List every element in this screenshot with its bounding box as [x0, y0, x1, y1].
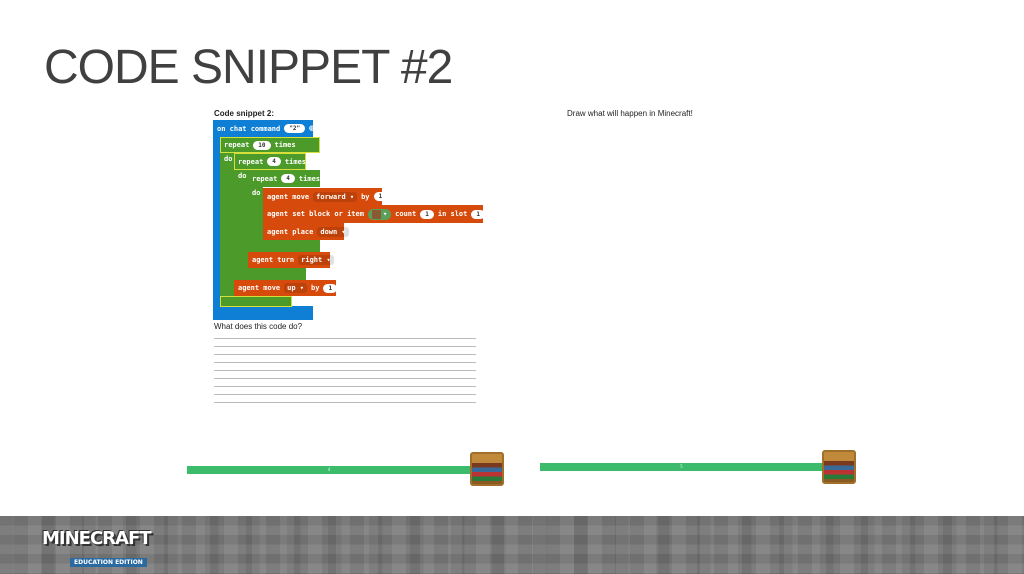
- repeat-value: 4: [267, 157, 281, 166]
- agent-set-block: agent set block or item ▾ count 1 in slo…: [263, 205, 485, 223]
- event-body: [213, 137, 221, 307]
- repeat-mid-body: do: [234, 170, 248, 280]
- count-value[interactable]: 1: [420, 209, 434, 219]
- count-label: count: [395, 210, 417, 218]
- agent-turn-block: agent turn right ▾: [248, 252, 334, 268]
- repeat-inner-bottom: [248, 240, 320, 252]
- stone-footer: [0, 516, 1024, 574]
- page-number: 4: [327, 467, 331, 472]
- repeat-inner-block: repeat 4 times: [248, 170, 320, 187]
- do-label: do: [238, 172, 247, 180]
- answer-line: [214, 362, 476, 363]
- logo-subtext: EDUCATION EDITION: [70, 558, 147, 567]
- answer-line: [214, 394, 476, 395]
- chat-label: on chat command: [217, 124, 281, 133]
- repeat-label: repeat: [224, 141, 250, 149]
- agent-move-forward-block: agent move forward ▾ by 1: [263, 188, 388, 205]
- direction-dropdown[interactable]: forward ▾: [313, 191, 358, 202]
- page-number: 5: [680, 464, 683, 469]
- agent-move-up-block: agent move up ▾ by 1: [234, 280, 338, 296]
- answer-line: [214, 402, 476, 403]
- agent-place-block: agent place down ▾: [263, 223, 349, 240]
- repeat-inner-body: do: [248, 187, 263, 242]
- answer-line: [214, 346, 476, 347]
- dirt-block-icon: [371, 209, 381, 219]
- answer-line: [214, 378, 476, 379]
- bookshelf-icon: [822, 450, 856, 484]
- by-label: by: [361, 192, 370, 201]
- repeat-label: repeat: [252, 174, 278, 183]
- repeat-suffix: times: [284, 157, 306, 166]
- chat-command-block: on chat command "2" ⊕: [213, 120, 315, 137]
- answer-line: [214, 338, 476, 339]
- distance-value[interactable]: 1: [323, 283, 338, 293]
- block-picker[interactable]: ▾: [367, 208, 392, 220]
- chat-value: "2": [284, 124, 306, 133]
- distance-value[interactable]: 1: [373, 192, 388, 201]
- repeat-mid-block: repeat 4 times: [234, 153, 306, 170]
- direction-dropdown[interactable]: up ▾: [284, 283, 308, 293]
- repeat-value: 4: [281, 174, 295, 183]
- repeat-outer-body: do: [220, 153, 234, 298]
- minecraft-education-logo: MINECRAFT EDUCATION EDITION: [42, 528, 172, 567]
- bookshelf-icon: [470, 452, 504, 486]
- block-label: agent move: [267, 192, 310, 201]
- repeat-label: repeat: [238, 157, 264, 166]
- direction-dropdown[interactable]: right ▾: [298, 255, 334, 265]
- answer-line: [214, 370, 476, 371]
- repeat-suffix: times: [274, 141, 296, 149]
- repeat-outer-block: repeat 10 times: [220, 137, 320, 153]
- repeat-value: 10: [253, 140, 271, 150]
- block-label: agent turn: [252, 256, 295, 264]
- answer-line: [214, 354, 476, 355]
- page-bar-left: 4: [187, 466, 471, 474]
- repeat-mid-bottom: [234, 268, 306, 280]
- slot-value[interactable]: 1: [471, 209, 485, 219]
- slot-label: in slot: [437, 210, 468, 218]
- direction-dropdown[interactable]: down ▾: [317, 226, 349, 237]
- answer-line: [214, 386, 476, 387]
- draw-caption: Draw what will happen in Minecraft!: [567, 109, 693, 118]
- repeat-outer-bottom: [220, 296, 292, 307]
- block-label: agent move: [238, 284, 281, 292]
- logo-text: MINECRAFT: [42, 528, 152, 549]
- block-label: agent place: [267, 227, 314, 236]
- event-bottom: [213, 306, 313, 320]
- do-label: do: [224, 155, 233, 163]
- add-icon: ⊕: [309, 123, 315, 134]
- by-label: by: [311, 284, 320, 292]
- repeat-suffix: times: [298, 174, 320, 183]
- block-label: agent set block or item: [267, 210, 364, 218]
- slide-title: CODE SNIPPET #2: [44, 41, 453, 94]
- question: What does this code do?: [214, 322, 303, 331]
- do-label: do: [252, 189, 261, 197]
- code-caption: Code snippet 2:: [214, 109, 275, 118]
- page-bar-right: 5: [540, 463, 823, 471]
